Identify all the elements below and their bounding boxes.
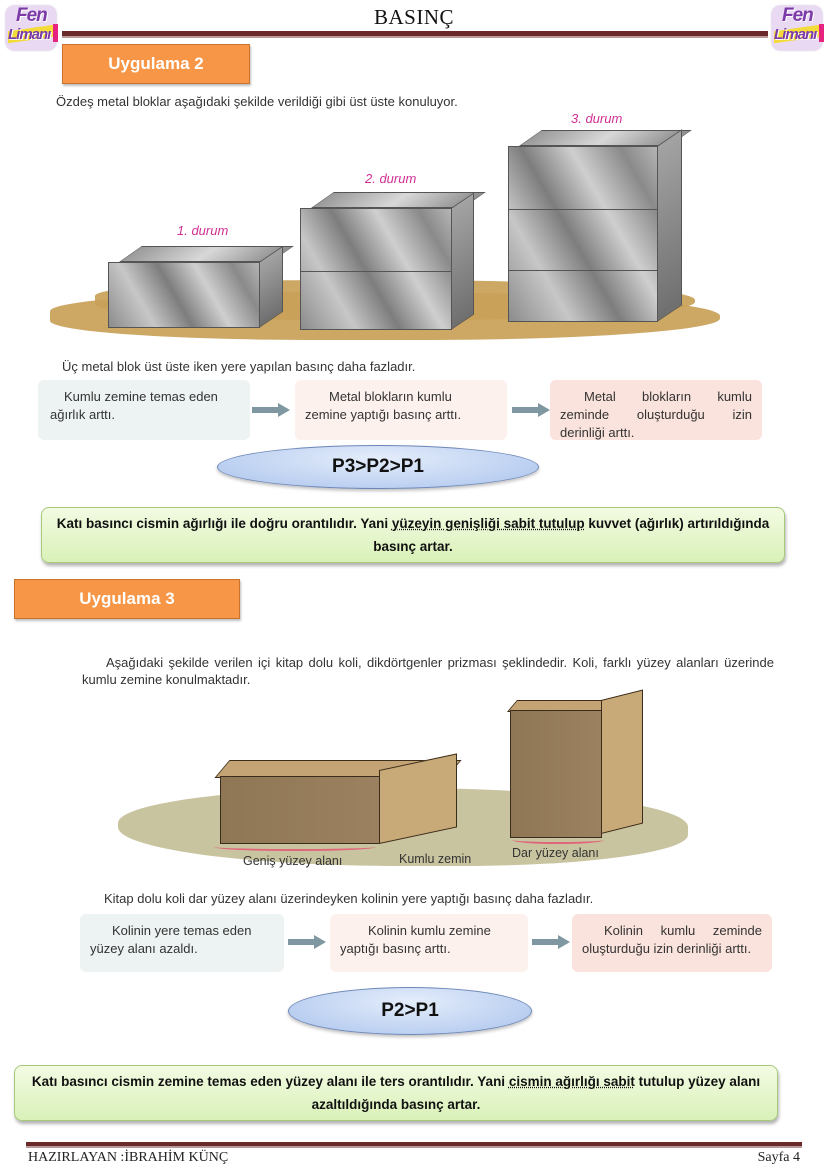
- wide-box-front: [220, 776, 380, 844]
- label-narrow-surface: Dar yüzey alanı: [512, 846, 599, 860]
- brace-wide: [214, 843, 376, 851]
- footer-divider: [26, 1142, 802, 1148]
- section3-conclusion: Kitap dolu koli dar yüzey alanı üzerinde…: [104, 891, 594, 906]
- rule-text: Katı basıncı cismin zemine temas eden yü…: [31, 1074, 509, 1089]
- label-sand-ground: Kumlu zemin: [399, 852, 472, 866]
- section2-intro: Özdeş metal bloklar aşağıdaki şekilde ve…: [56, 94, 458, 109]
- flow-step-3: Metal blokların kumlu zeminde oluşturduğ…: [550, 380, 762, 440]
- rule-underlined: cismin ağırlığı sabit: [508, 1074, 635, 1089]
- header-divider: [62, 31, 768, 38]
- result-ellipse-p3-p2-p1: P3>P2>P1: [217, 445, 539, 489]
- label-durum-3: 3. durum: [571, 111, 623, 126]
- rule-text: tutulup yüzey alanı azaltıldığında basın…: [311, 1074, 761, 1112]
- rule-box-surface-area: Katı basıncı cismin zemine temas eden yü…: [14, 1065, 778, 1121]
- logo-text-fen: Fen: [16, 5, 48, 26]
- rule-text: kuvvet (ağırlık) artırıldığında basınç a…: [373, 516, 770, 554]
- flow-step-3: Kolinin kumlu zeminde oluşturduğu izin d…: [572, 914, 772, 972]
- brace-narrow: [512, 836, 604, 844]
- metal-block-stack-2: [300, 192, 486, 330]
- rule-box-weight: Katı basıncı cismin ağırlığı ile doğru o…: [41, 507, 785, 563]
- label-wide-surface: Geniş yüzey alanı: [243, 854, 343, 868]
- arrow-right-icon: [532, 935, 570, 949]
- metal-block-stack-1: [108, 245, 294, 328]
- section2-conclusion: Üç metal blok üst üste iken yere yapılan…: [62, 359, 416, 374]
- flow-step-1: Kumlu zemine temas eden ağırlık arttı.: [38, 380, 250, 440]
- rule-underlined: yüzeyin genişliği sabit tutulup: [391, 516, 585, 531]
- fen-limani-logo-right: Fen Limanı: [768, 2, 826, 52]
- arrow-right-icon: [288, 935, 326, 949]
- section-tab-uygulama-3: Uygulama 3: [14, 579, 240, 619]
- label-durum-2: 2. durum: [365, 171, 417, 186]
- logo-text-fen: Fen: [782, 5, 814, 26]
- label-durum-1: 1. durum: [177, 223, 229, 238]
- footer-page-number: Sayfa 4: [757, 1150, 800, 1165]
- logo-text-limani: Limanı: [8, 26, 51, 43]
- metal-block-stack-3: [508, 129, 692, 322]
- flow-step-2: Kolinin kumlu zemine yaptığı basınç artt…: [330, 914, 528, 972]
- arrow-right-icon: [252, 403, 290, 417]
- flow-step-1: Kolinin yere temas eden yüzey alanı azal…: [80, 914, 284, 972]
- narrow-box-front: [510, 710, 602, 838]
- section3-intro: Aşağıdaki şekilde verilen içi kitap dolu…: [82, 655, 774, 687]
- arrow-right-icon: [512, 403, 550, 417]
- footer-author: HAZIRLAYAN :İBRAHİM KÜNÇ: [28, 1150, 229, 1165]
- logo-text-limani: Limanı: [774, 26, 817, 43]
- narrow-box-side: [601, 689, 643, 834]
- flow-step-2: Metal blokların kumlu zemine yaptığı bas…: [295, 380, 507, 440]
- page-title: BASINÇ: [373, 5, 455, 29]
- result-ellipse-p2-p1: P2>P1: [288, 987, 532, 1035]
- fen-limani-logo-left: Fen Limanı: [2, 2, 60, 52]
- section-tab-uygulama-2: Uygulama 2: [62, 44, 250, 84]
- rule-text: Katı basıncı cismin ağırlığı ile doğru o…: [56, 516, 392, 531]
